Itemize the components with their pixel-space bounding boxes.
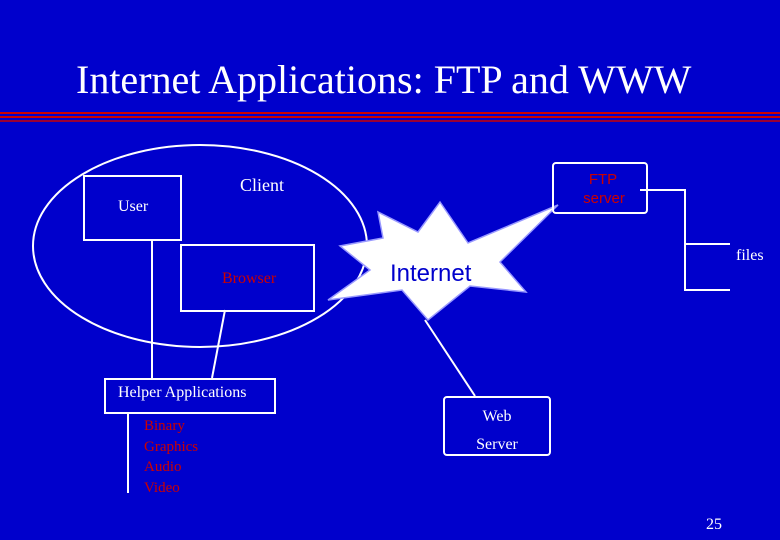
helper-list-item: Binary — [144, 418, 185, 434]
user-box — [83, 175, 182, 241]
ftp-server-label-line1: FTP — [588, 171, 618, 188]
internet-label: Internet — [390, 260, 472, 287]
web-server-label: Web Server — [443, 403, 551, 459]
web-server-label-line1: Web — [482, 408, 512, 425]
web-server-label-line2: Server — [476, 436, 518, 453]
ftp-server-label-line2: server — [583, 190, 625, 207]
connector-browser-helper — [211, 309, 226, 379]
helper-list-item: Video — [144, 479, 180, 496]
user-label: User — [118, 198, 149, 215]
helper-list-item: Graphics — [144, 438, 199, 455]
page-number: 25 — [706, 516, 722, 533]
helper-list-item: Audio — [144, 459, 182, 475]
internet-burst-shape — [327, 200, 559, 322]
browser-label: Browser — [222, 270, 277, 287]
slide-title: Internet Applications: FTP and WWW — [76, 57, 692, 102]
files-label: files — [736, 247, 764, 264]
helper-applications-box — [104, 378, 276, 414]
ftp-server-box — [552, 162, 648, 214]
helper-list: Binary Graphics Audio Video — [144, 416, 198, 498]
connector-ftp-files — [640, 189, 730, 291]
title-underline — [0, 112, 780, 122]
browser-box — [180, 244, 315, 312]
connector-internet-webserver — [424, 319, 476, 397]
helper-applications-label: Helper Applications — [118, 384, 247, 401]
web-server-box — [443, 396, 551, 456]
ftp-server-label: FTP server — [552, 170, 648, 208]
client-label: Client — [240, 175, 284, 195]
